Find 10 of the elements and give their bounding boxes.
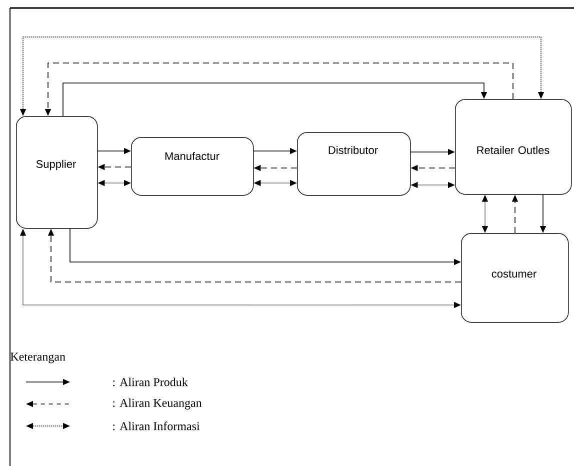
legend-text: : Aliran Produk [113,378,188,386]
legend-text: : Aliran Informasi [113,422,200,430]
arrow [62,82,488,116]
process-box: Distributor [297,132,411,196]
process-box: Retailer Outles [455,99,572,195]
process-box: Manufactur [131,137,254,196]
process-box: costumer [461,233,569,323]
legend-text: : Aliran Keuangan [113,398,202,410]
legend-title: Keterangan [10,352,66,364]
process-box: Supplier [16,116,98,229]
